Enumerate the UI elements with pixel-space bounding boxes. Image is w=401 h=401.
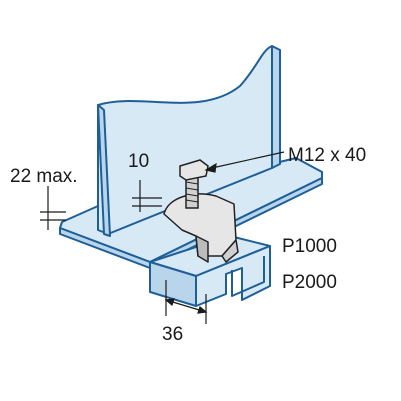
channel-profile [149, 235, 271, 307]
clamp-thickness-label: 10 [128, 151, 149, 172]
part-label-p2000: P2000 [282, 272, 337, 293]
clamp-jaw [221, 239, 239, 263]
bolt-head [179, 159, 209, 181]
beam-clamp [163, 193, 239, 263]
bolt-shank [185, 175, 199, 209]
bolt [179, 159, 209, 209]
part-label-p1000: P1000 [282, 236, 337, 257]
width-label: 36 [162, 324, 183, 345]
flange-max-label: 22 max. [10, 166, 78, 187]
beam-web-edge [97, 104, 111, 237]
steel-beam [59, 45, 323, 269]
channel-slot [231, 256, 265, 297]
bolt-threads [185, 181, 199, 203]
bolt-label: M12 x 40 [288, 145, 366, 166]
dim-36-arrow-left [164, 298, 175, 307]
bolt-leader-arrow [204, 162, 217, 173]
beam-web-thickness [271, 45, 281, 169]
bolt-leader [211, 151, 285, 169]
dim-36-arrow-right [197, 305, 208, 314]
clamp-face [195, 235, 209, 263]
dimension-lines [40, 151, 285, 324]
